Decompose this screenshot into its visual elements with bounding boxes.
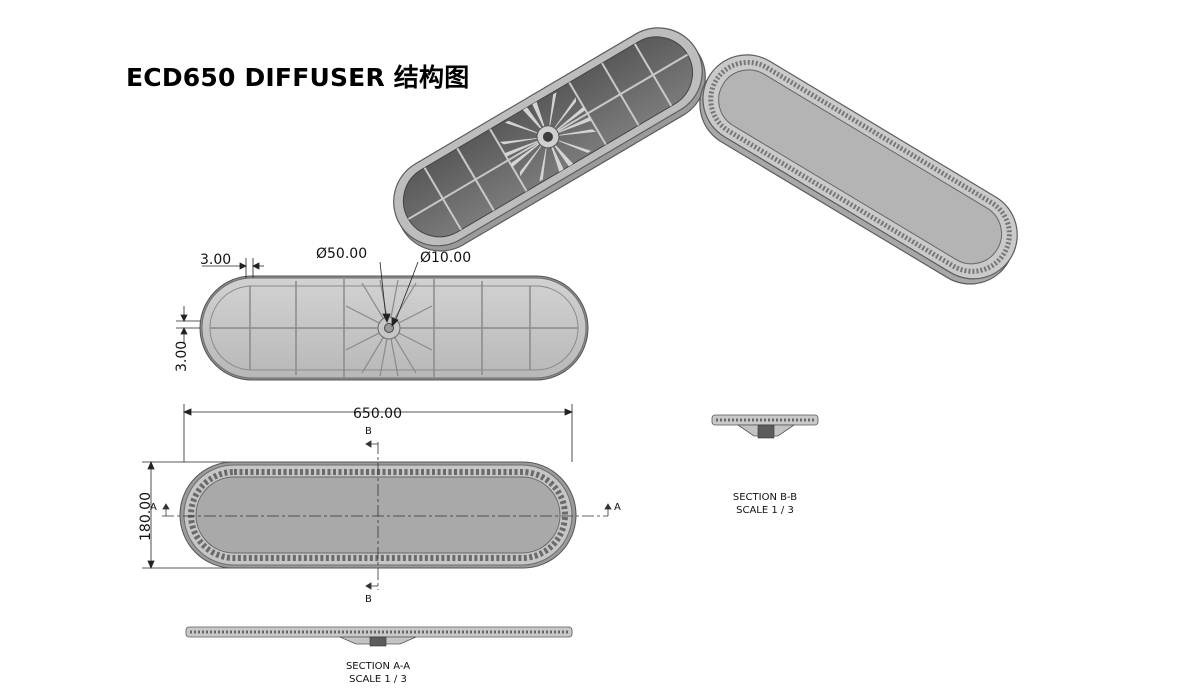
section-marker-b-top: B (365, 426, 372, 437)
iso-view-top (699, 54, 1018, 285)
dim-inner-diameter: Ø10.00 (420, 250, 471, 266)
dim-length: 650.00 (353, 406, 402, 422)
caption-section-aa: SECTION A-A (346, 661, 410, 672)
drawing-title: ECD650 DIFFUSER 结构图 (126, 63, 470, 92)
dim-width: 180.00 (138, 492, 154, 541)
iso-view-bottom (393, 27, 706, 252)
top-view-plate (199, 275, 589, 381)
section-marker-a-left: A (150, 502, 157, 513)
dim-wall-height: 3.00 (174, 341, 190, 372)
section-marker-a-right: A (614, 502, 621, 513)
section-bb-profile (711, 414, 819, 439)
caption-section-bb-scale: SCALE 1 / 3 (736, 505, 794, 516)
dim-wall-width: 3.00 (200, 252, 231, 268)
plan-view-dimensions (142, 404, 574, 570)
caption-section-bb: SECTION B-B (733, 492, 797, 503)
top-view-dimensions (176, 258, 419, 344)
caption-section-aa-scale: SCALE 1 / 3 (349, 674, 407, 685)
section-aa-profile (185, 626, 573, 647)
section-lines (162, 440, 612, 590)
dim-outer-diameter: Ø50.00 (316, 246, 367, 262)
section-marker-b-bottom: B (365, 594, 372, 605)
